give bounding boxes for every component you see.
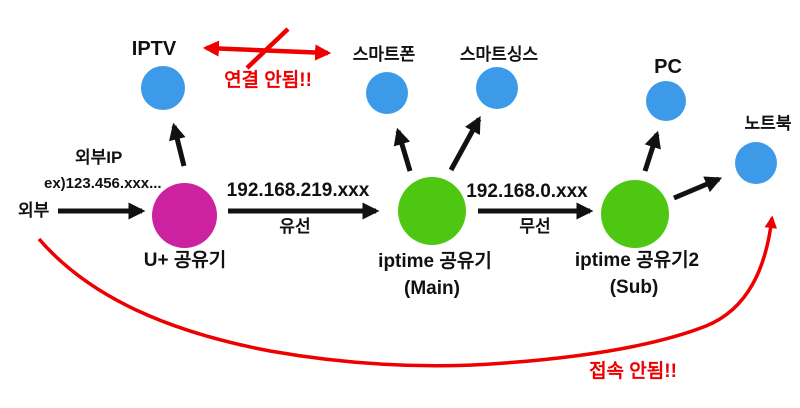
arrow-sub-to-laptop (673, 176, 723, 201)
node-uplus-router (152, 183, 217, 248)
wireless-ip-label: 192.168.0.xxx (466, 181, 588, 202)
node-laptop (735, 142, 777, 184)
smartphone-label: 스마트폰 (352, 45, 416, 64)
no-connection-warning: 연결 안됨!! (224, 70, 312, 91)
arrow-main-to-smartthings (448, 116, 482, 172)
arrow-sub-to-pc (642, 130, 661, 172)
uplus-router-label: U+ 공유기 (143, 250, 227, 271)
external-ip-title: 외부IP (75, 148, 123, 167)
laptop-label: 노트북 (744, 114, 792, 133)
node-iptime-main-router (398, 177, 466, 245)
blocked-slash-line (245, 27, 290, 70)
pc-label: PC (654, 56, 682, 78)
node-iptv (141, 66, 185, 110)
wired-label: 유선 (279, 217, 311, 236)
arrow-blocked-external-to-laptop (37, 215, 778, 368)
arrow-main-to-smartphone (393, 127, 413, 172)
external-ip-example: ex)123.456.xxx... (44, 175, 162, 192)
wired-ip-label: 192.168.219.xxx (226, 180, 370, 201)
iptv-label: IPTV (131, 38, 177, 60)
node-smartthings (476, 67, 518, 109)
node-pc (646, 81, 686, 121)
node-iptime-sub-router (601, 180, 669, 248)
smartthings-label: 스마트싱스 (459, 45, 539, 64)
external-label: 외부 (18, 201, 50, 220)
iptime-sub-router-sublabel: (Sub) (609, 277, 659, 298)
iptime-main-router-sublabel: (Main) (404, 278, 460, 299)
no-access-warning: 접속 안됨!! (589, 361, 677, 382)
iptime-sub-router-label: iptime 공유기2 (574, 250, 700, 271)
arrow-uplus-to-iptv (169, 122, 187, 167)
wireless-label: 무선 (519, 217, 551, 236)
iptime-main-router-label: iptime 공유기 (378, 251, 492, 272)
node-smartphone (366, 72, 408, 114)
